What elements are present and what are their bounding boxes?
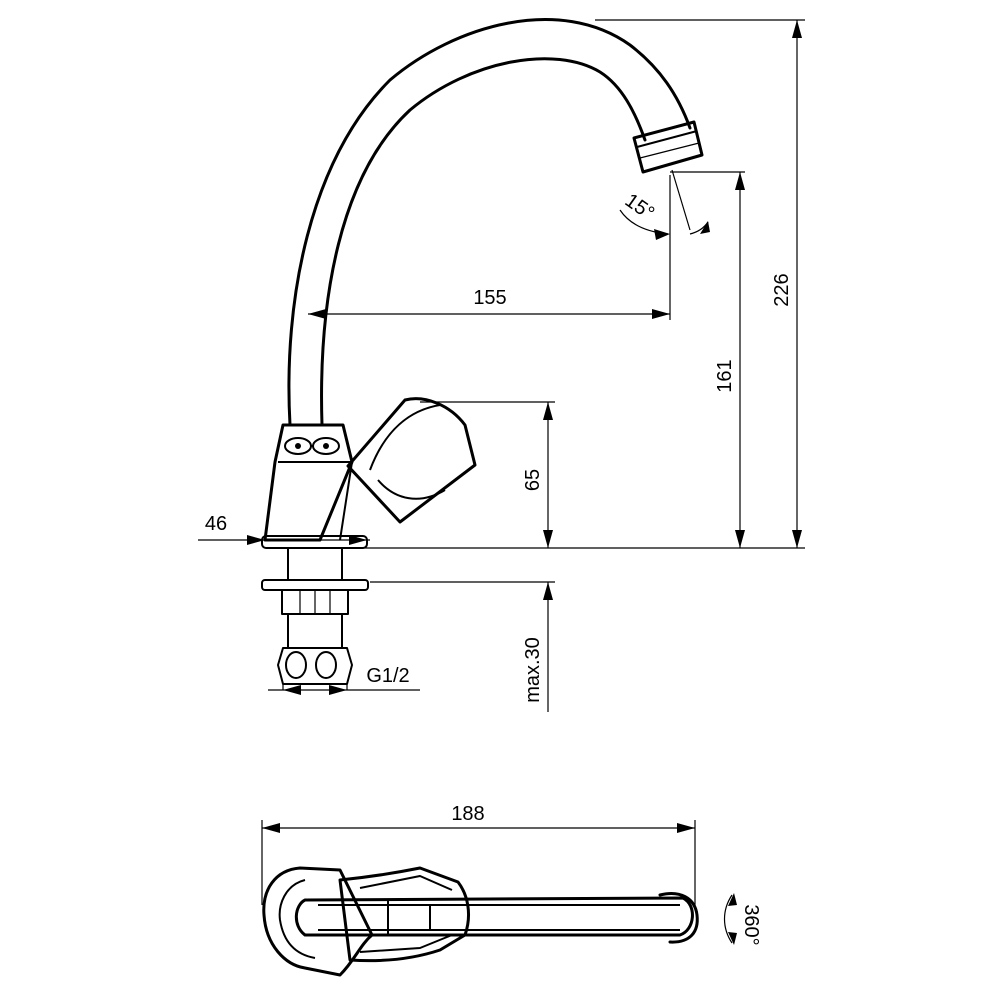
dimension-label-max30: max.30 — [522, 637, 544, 703]
side-view: 155 226 161 65 max.30 — [198, 18, 805, 712]
dimension-max-deck: max.30 — [522, 582, 553, 712]
handle — [339, 397, 477, 541]
dimension-label-161: 161 — [714, 359, 736, 392]
indicator-cap-icon — [284, 437, 340, 455]
valve-body — [261, 423, 368, 549]
dimension-top-length: 188 — [261, 803, 696, 905]
top-view: 188 360° — [261, 803, 762, 977]
spout-tube — [287, 18, 692, 427]
dimension-label-46: 46 — [205, 513, 227, 535]
dimension-handle-height: 65 — [522, 402, 553, 548]
dimension-label-65: 65 — [522, 469, 544, 491]
dimension-spout-reach: 155 — [308, 175, 671, 320]
rotation-annotation: 360° — [723, 893, 762, 946]
dimension-label-155: 155 — [473, 287, 506, 309]
rotation-arrow-icon — [723, 894, 733, 944]
dimension-label-188: 188 — [451, 803, 484, 825]
angle-label-15: 15° — [621, 189, 658, 224]
dimension-thread: G1/2 — [268, 665, 420, 695]
dimension-base-width: 46 — [198, 513, 370, 545]
aerator — [632, 120, 704, 174]
dimension-label-226: 226 — [771, 273, 793, 306]
rotation-label-360: 360° — [740, 904, 762, 945]
angle-annotation: 15° — [619, 169, 710, 240]
dimension-label-g12: G1/2 — [366, 665, 409, 687]
dimension-total-height: 226 — [771, 20, 802, 548]
shank — [261, 547, 369, 690]
dimension-outlet-height: 161 — [714, 172, 745, 548]
